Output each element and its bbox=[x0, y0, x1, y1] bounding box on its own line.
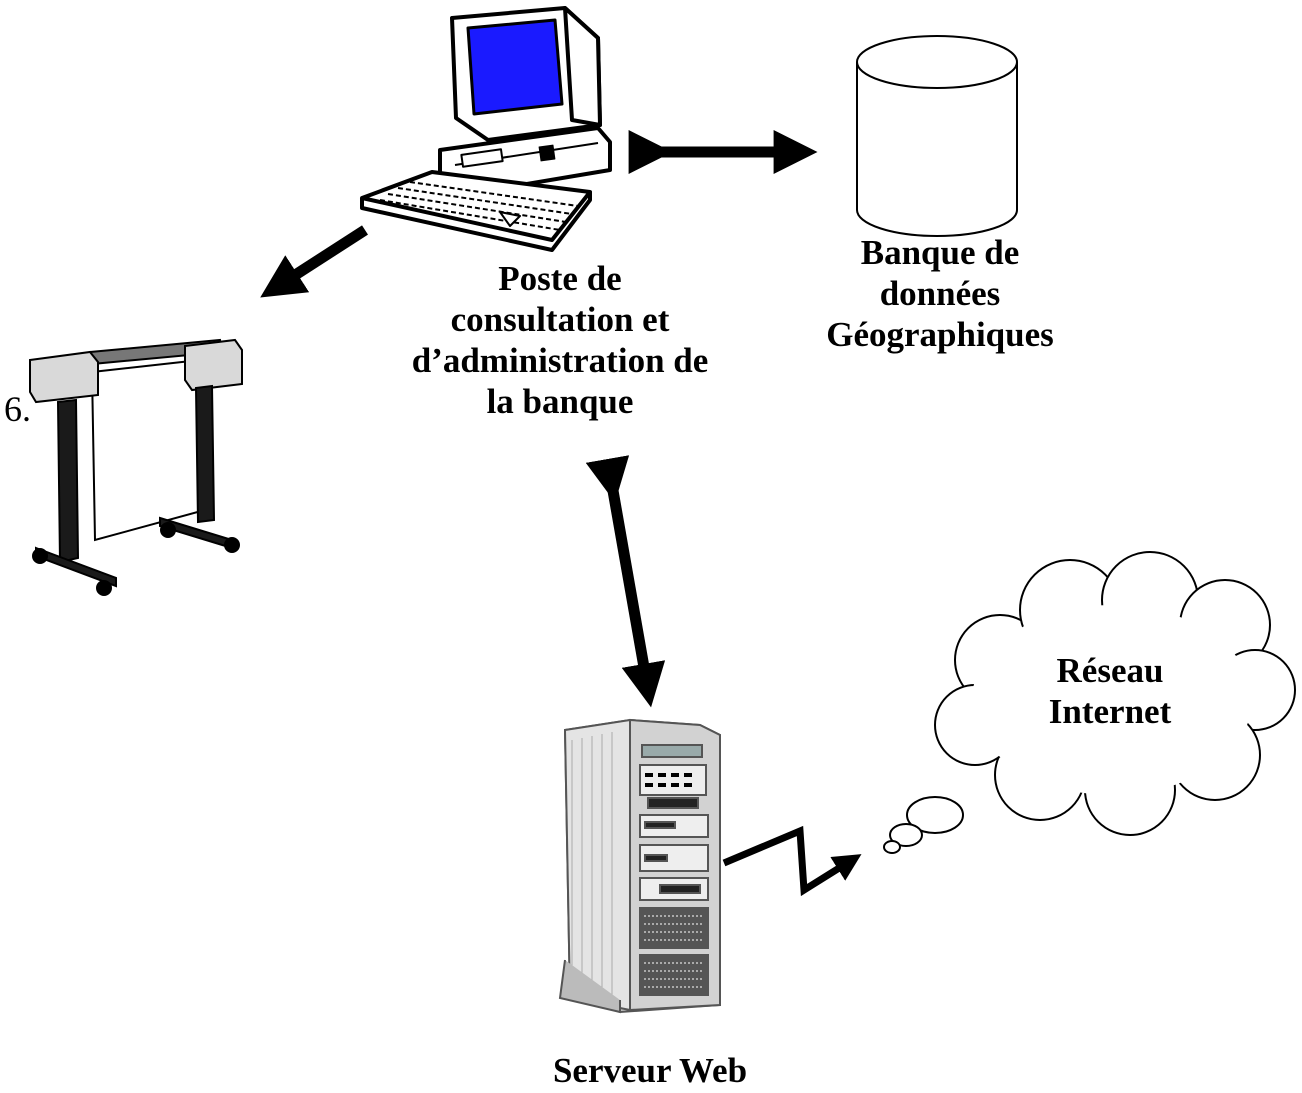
connections bbox=[260, 130, 862, 897]
server-tower-icon bbox=[558, 718, 721, 1014]
desktop-computer-icon bbox=[360, 6, 612, 252]
database-label: Banque de données Géographiques bbox=[790, 232, 1090, 355]
workstation-label-line: la banque bbox=[486, 382, 634, 421]
database-cylinder-icon bbox=[856, 35, 1018, 237]
database-label-line: Banque de bbox=[860, 233, 1020, 272]
workstation-label: Poste de consultation et d’administratio… bbox=[380, 258, 740, 422]
workstation-label-line: d’administration de bbox=[411, 341, 709, 380]
database-label-line: données bbox=[879, 274, 1001, 313]
server-label: Serveur Web bbox=[480, 1050, 820, 1091]
plotter-printer-icon bbox=[29, 338, 243, 596]
network-label: Réseau Internet bbox=[1010, 650, 1210, 732]
server-label-line: Serveur Web bbox=[552, 1051, 748, 1090]
workstation-plotter-arrow bbox=[260, 225, 368, 298]
workstation-server-arrow bbox=[585, 455, 666, 708]
database-label-line: Géographiques bbox=[826, 315, 1054, 354]
plotter-marker-text: 6. bbox=[4, 389, 31, 429]
network-label-line: Réseau bbox=[1056, 651, 1164, 690]
workstation-label-line: consultation et bbox=[450, 300, 670, 339]
server-network-link bbox=[722, 825, 862, 897]
workstation-label-line: Poste de bbox=[498, 259, 622, 298]
network-label-line: Internet bbox=[1048, 692, 1172, 731]
cloud-icon bbox=[883, 551, 1296, 854]
